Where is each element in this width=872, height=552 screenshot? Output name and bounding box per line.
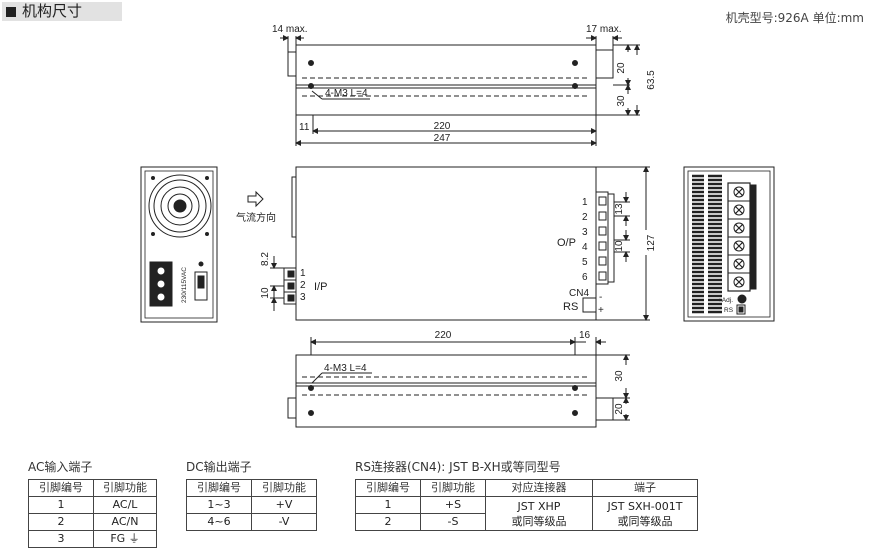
dim-14max: 14 max. (272, 24, 308, 35)
airflow-arrow-icon (247, 190, 264, 208)
dc-output-table: 引脚编号 引脚功能 1~3 +V 4~6 -V (186, 479, 317, 531)
rs-plus: + (598, 305, 604, 316)
bottom-view (287, 337, 630, 428)
op-pin-1: 1 (582, 197, 588, 208)
dim-30-top: 30 (616, 95, 627, 107)
ac-fn-3: FG ⏚ (93, 530, 157, 548)
dim-63-5: 63.5 (646, 70, 657, 90)
adj-label: +Adj. (718, 297, 733, 304)
ac-pin-1: 1 (28, 496, 94, 514)
ac-fn-2: AC/N (93, 513, 157, 531)
vent-slots (692, 174, 722, 314)
ac-voltage-label: 230/115VAC (181, 267, 188, 303)
dc-output-table-block: DC输出端子 引脚编号 引脚功能 1~3 +V 4~6 -V (186, 458, 317, 531)
dim-20-top: 20 (616, 62, 627, 74)
table-row: 2 -S (355, 513, 698, 531)
screw-slot (734, 223, 744, 233)
table-row: 1~3 +V (186, 496, 317, 514)
table-row: 1 +S JST XHP 或同等级品 JST SXH-001T 或同等级品 (355, 496, 698, 531)
dim-17max: 17 max. (586, 24, 622, 35)
dim-16: 16 (579, 330, 591, 341)
ac-pin-2: 2 (28, 513, 94, 531)
square-bullet-icon (6, 7, 16, 17)
case-info: 机壳型号:926A 单位:mm (725, 11, 864, 25)
ac-input-table: 引脚编号 引脚功能 1 AC/L 2 AC/N 3 FG ⏚ (28, 479, 157, 548)
screw-slot (734, 241, 744, 251)
rs-label: RS (563, 301, 578, 313)
mount-label-bottom: 4-M3 L=4 (324, 363, 367, 374)
screw-slot (734, 205, 744, 215)
ip-pin-3: 3 (300, 292, 306, 303)
dc-header-pin: 引脚编号 (186, 479, 252, 497)
screw-slot (734, 259, 744, 269)
screw-icons (733, 186, 745, 288)
ip-pin-1: 1 (300, 268, 306, 279)
terminal-end-view (683, 166, 775, 322)
rs-connector-table: 引脚编号 引脚功能 对应连接器 端子 1 +S JST XHP 或同等级品 JS… (355, 479, 698, 531)
op-pin-6: 6 (582, 272, 588, 283)
ac-table-caption: AC输入端子 (28, 460, 93, 474)
screw-slot (734, 277, 744, 287)
rs-terminal-cell: JST SXH-001T 或同等级品 (592, 496, 698, 531)
dim-10-ip: 10 (260, 287, 271, 299)
dim-30-bottom: 30 (614, 370, 625, 382)
dc-fn-1: +V (251, 496, 317, 514)
dc-header-fn: 引脚功能 (251, 479, 317, 497)
table-row: 2 AC/N (28, 513, 157, 531)
rs-header-terminal: 端子 (592, 479, 698, 497)
top-view (280, 35, 640, 146)
mount-label-top: 4-M3 L=4 (325, 88, 368, 99)
rs-connector-table-block: RS连接器(CN4): JST B-XH或等同型号 引脚编号 引脚功能 对应连接… (355, 458, 698, 531)
rs-end-label: RS (724, 307, 734, 314)
side-view (270, 166, 650, 321)
airflow-label: 气流方向 (236, 211, 276, 224)
dim-11: 11 (299, 122, 310, 133)
ac-input-table-block: AC输入端子 引脚编号 引脚功能 1 AC/L 2 AC/N 3 FG ⏚ (28, 458, 157, 548)
ac-header-pin: 引脚编号 (28, 479, 94, 497)
dim-8-2: 8.2 (260, 252, 271, 266)
rs-pin-2: 2 (355, 513, 421, 531)
ac-fn-1: AC/L (93, 496, 157, 514)
table-row: 1 AC/L (28, 496, 157, 514)
op-pin-5: 5 (582, 257, 588, 268)
rs-connector-cell: JST XHP 或同等级品 (485, 496, 593, 531)
dim-127: 127 (646, 234, 657, 251)
op-pin-4: 4 (582, 242, 588, 253)
table-row: 4~6 -V (186, 513, 317, 531)
rs-minus: - (599, 292, 602, 303)
dc-pin-2: 4~6 (186, 513, 252, 531)
screw-slot (734, 187, 744, 197)
ac-pin-3: 3 (28, 530, 94, 548)
rs-header-fn: 引脚功能 (420, 479, 486, 497)
op-pin-3: 3 (582, 227, 588, 238)
mechanical-drawing: 14 max. 17 max. 4-M3 L=4 20 30 63.5 11 2… (140, 24, 775, 428)
dc-pin-1: 1~3 (186, 496, 252, 514)
cn4-label: CN4 (569, 288, 589, 299)
section-title: 机构尺寸 (2, 2, 122, 21)
table-row: 3 FG ⏚ (28, 530, 157, 548)
op-label: O/P (557, 237, 576, 249)
op-pin-2: 2 (582, 212, 588, 223)
dim-247: 247 (434, 133, 451, 144)
ac-header-fn: 引脚功能 (93, 479, 157, 497)
dim-20-bottom: 20 (614, 403, 625, 415)
dim-10-op: 10 (614, 240, 625, 252)
rs-fn-1: +S (420, 496, 486, 514)
dim-220-bottom: 220 (435, 330, 452, 341)
rs-pin-1: 1 (355, 496, 421, 514)
rs-table-caption: RS连接器(CN4): JST B-XH或等同型号 (355, 460, 561, 474)
section-title-text: 机构尺寸 (22, 2, 83, 20)
dim-220-top: 220 (434, 121, 451, 132)
dc-table-caption: DC输出端子 (186, 460, 252, 474)
rs-header-connector: 对应连接器 (485, 479, 593, 497)
ip-label: I/P (314, 281, 327, 293)
dc-fn-2: -V (251, 513, 317, 531)
rs-fn-2: -S (420, 513, 486, 531)
dim-13: 13 (614, 203, 625, 215)
ip-pin-2: 2 (300, 280, 306, 291)
rs-header-pin: 引脚编号 (355, 479, 421, 497)
fan-end-view (140, 166, 218, 323)
